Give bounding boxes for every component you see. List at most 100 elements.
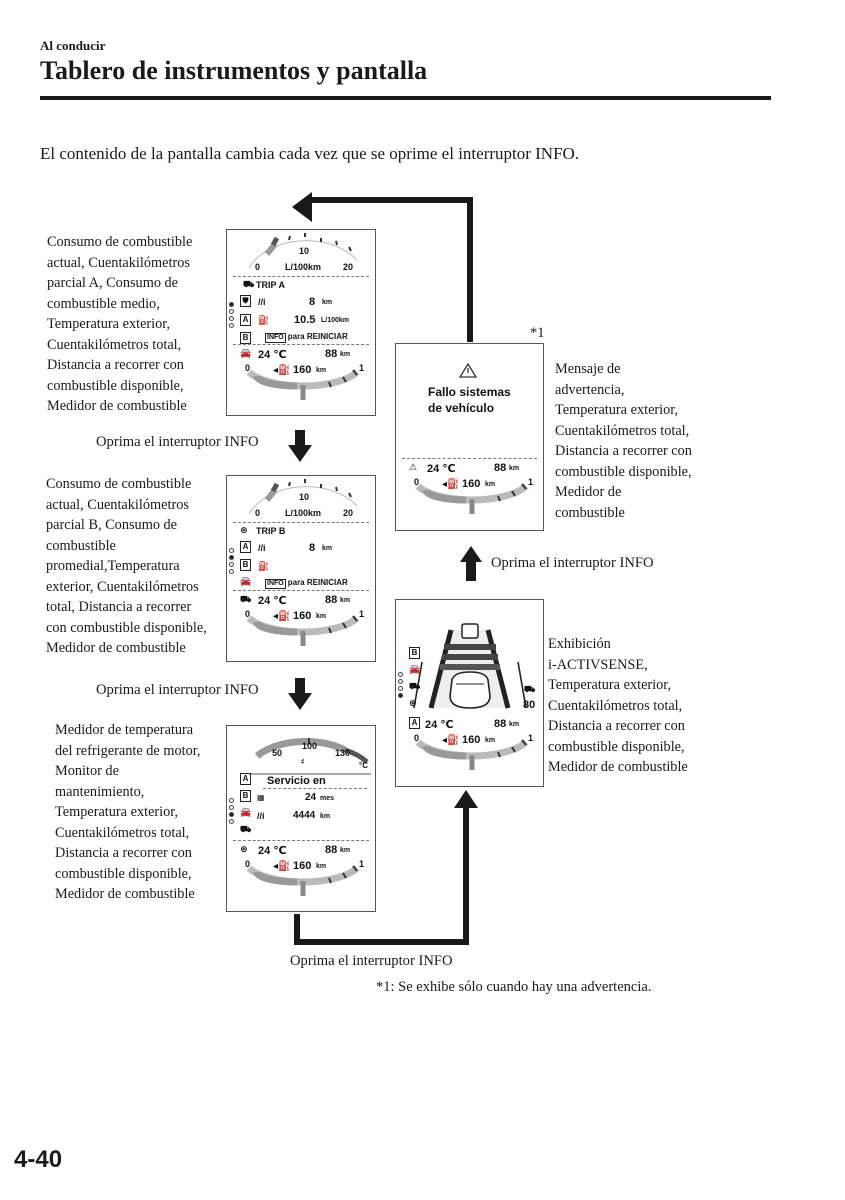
display-activsense: B 🚘 ⛟ ⊛ ⛟ 80 A 24 ℃ 88 km 0 1 ◂⛽ 160 km [395, 599, 544, 787]
outside-temp: 24 ℃ [258, 349, 287, 361]
service-distance-unit: km [320, 813, 331, 820]
fuel-pump-icon: ◂⛽ [273, 365, 291, 376]
trip-value: 8 [309, 542, 316, 554]
range-unit: km [485, 481, 496, 488]
range-value: 160 [293, 364, 312, 376]
loop-bottom-line [294, 806, 469, 945]
press-info-label-2: Oprima el interruptor INFO [96, 682, 259, 698]
service-distance: 4444 [293, 810, 316, 821]
gauges-graphic [246, 737, 371, 896]
fuel-gauge-unit: L/100km [285, 508, 322, 518]
gauges-graphic [246, 479, 360, 646]
intro-text: El contenido de la pantalla cambia cada … [40, 144, 580, 163]
warning-icon: ⚠ [409, 462, 418, 472]
warning-message-line2: de vehículo [428, 401, 495, 415]
car-side-icon: 🚘 [240, 576, 252, 586]
up-arrow [460, 546, 482, 562]
title-rule [40, 96, 771, 100]
fuel-full-label: 1 [359, 363, 365, 373]
coolant-high: 130 [335, 748, 351, 758]
down-arrow-2 [288, 693, 312, 710]
fuel-pump-icon: ◂⛽ [273, 611, 291, 622]
range-value: 160 [293, 610, 312, 622]
avg-value: 10.5 [294, 314, 316, 326]
fuel-full-label: 1 [528, 733, 534, 743]
car-icon: ⛟ [240, 824, 252, 834]
odometer-unit: km [509, 465, 520, 472]
odometer: 88 [325, 348, 338, 360]
loop-bottom-arrowhead [454, 790, 478, 808]
fuel-full-label: 1 [359, 609, 365, 619]
indicator-a-icon: A [240, 773, 251, 785]
fuel-empty-label: 0 [414, 477, 420, 487]
odometer: 88 [325, 844, 338, 856]
fuel-empty-label: 0 [245, 859, 251, 869]
range-unit: km [316, 863, 327, 870]
fuel-empty-label: 0 [245, 363, 251, 373]
trip-icon: //i [258, 297, 266, 307]
gauges-graphic [246, 233, 360, 400]
footnote-marker: *1 [530, 325, 545, 341]
page-dots [229, 798, 234, 826]
avg-unit: L/100km [321, 317, 350, 324]
fuel-pump-icon: ◂⛽ [442, 479, 460, 490]
description-trip-a: Consumo de combustible actual, Cuentakil… [47, 234, 193, 414]
odometer-unit: km [340, 847, 351, 854]
section-label: Al conducir [40, 38, 106, 53]
display-trip-b: 10 0 L/100km 20 ⊛ TRIP B A B //i 8 km ⛽ … [226, 475, 376, 662]
indicator-a-icon: A [409, 717, 420, 729]
fuel-gauge-mid: 10 [299, 246, 310, 256]
indicator-b-icon: B [240, 332, 251, 344]
footnote: *1: Se exhibe sólo cuando hay una advert… [376, 979, 652, 995]
fuel-gauge-max: 20 [343, 508, 354, 518]
fuel-full-label: 1 [359, 859, 365, 869]
page-title: Tablero de instrumentos y pantalla [40, 56, 428, 85]
down-arrow-1 [288, 445, 312, 462]
radar-cruise-icon: ⛟ [524, 684, 536, 694]
range-unit: km [316, 613, 327, 620]
steering-icon: ⊛ [240, 844, 248, 854]
indicator-a-icon: A [240, 314, 251, 326]
car-side-icon: 🚘 [409, 664, 421, 674]
trip-unit: km [322, 299, 333, 306]
fuel-empty-label: 0 [245, 609, 251, 619]
outside-temp: 24 ℃ [258, 595, 287, 607]
avg-icon: ⛽ [258, 315, 270, 325]
fuel-gauge-mid: 10 [299, 492, 310, 502]
fuel-gauge-unit: L/100km [285, 262, 322, 272]
odometer-unit: km [340, 351, 351, 358]
page-dots [229, 548, 234, 576]
description-coolant: Medidor de temperatura del refrigerante … [55, 722, 201, 902]
trip-value: 8 [309, 296, 316, 308]
indicator-b-icon: B [240, 559, 251, 571]
car-side-icon: 🚘 [240, 348, 252, 358]
odometer: 88 [325, 594, 338, 606]
trip-icon: //i [258, 543, 266, 553]
odometer: 88 [494, 462, 507, 474]
trip-unit: km [322, 545, 333, 552]
outside-temp: 24 ℃ [427, 463, 456, 475]
range-unit: km [316, 367, 327, 374]
page-number: 4-40 [14, 1146, 63, 1173]
press-info-label-4: Oprima el interruptor INFO [290, 953, 453, 969]
fuel-gauge-max: 20 [343, 262, 354, 272]
thermometer-icon: ⸗ [301, 756, 305, 767]
loop-top-line [311, 197, 473, 342]
calendar-icon: ▦ [257, 793, 265, 802]
car-icon: ⛟ [409, 681, 421, 691]
display-trip-a: 10 0 L/100km 20 ⛟ TRIP A //i 8 km ⛽ 10.5… [226, 229, 376, 416]
range-value: 160 [462, 478, 481, 490]
range-unit: km [485, 737, 496, 744]
fuel-empty-label: 0 [414, 733, 420, 743]
fuel-gauge-min: 0 [255, 262, 261, 272]
letter-a-icon: ⛊ [240, 295, 251, 307]
service-title: Servicio en [267, 775, 326, 787]
page-dots [229, 302, 234, 330]
activsense-graphic [413, 623, 529, 770]
indicator-b-icon: B [409, 647, 420, 659]
page-dots [398, 672, 403, 700]
coolant-mid: 100 [302, 741, 318, 751]
